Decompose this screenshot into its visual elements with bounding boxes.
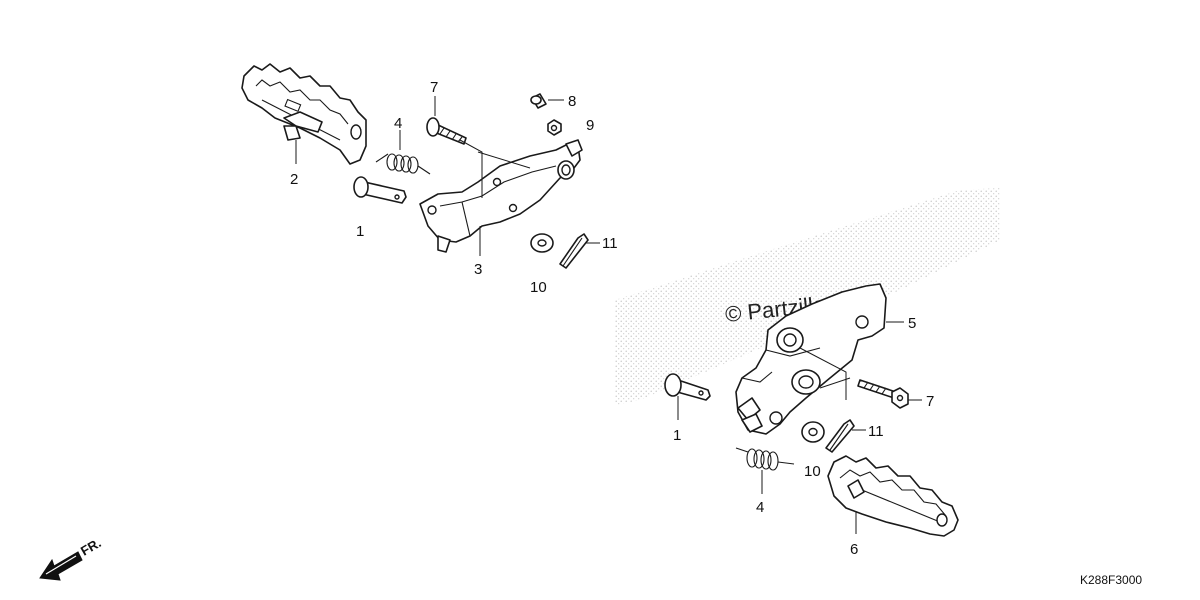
spring-left-part-4 — [375, 153, 431, 175]
callout-right-5: 5 — [908, 315, 916, 332]
bolt-left-part-7 — [426, 117, 467, 145]
callout-right-10: 10 — [804, 463, 821, 480]
callout-left-3: 3 — [474, 261, 482, 278]
callout-right-11: 11 — [868, 423, 884, 440]
callout-left-9: 9 — [586, 117, 594, 134]
right-footpeg-assembly: 5 7 1 10 11 — [664, 283, 959, 558]
nut-left-part-9 — [547, 119, 562, 136]
callout-left-8: 8 — [568, 93, 576, 110]
callout-left-4: 4 — [394, 115, 402, 132]
leader-right-5-ref — [799, 347, 847, 400]
washer-right-part-10 — [801, 421, 825, 443]
watermark-stipple — [615, 188, 1000, 405]
bracket-right-part-5 — [735, 283, 887, 435]
pin-left-part-1 — [353, 176, 407, 204]
bracket-left-part-3 — [419, 139, 583, 253]
callout-left-2: 2 — [290, 171, 298, 188]
left-footpeg-assembly: 2 1 4 7 — [241, 63, 618, 296]
leader-left-3-ref — [477, 151, 531, 169]
callout-left-11: 11 — [602, 235, 618, 252]
front-direction-label: FR. — [78, 535, 104, 558]
pin-right-part-1 — [664, 373, 711, 401]
callout-left-10: 10 — [530, 279, 547, 296]
washer-left-part-10 — [530, 233, 554, 253]
spring-right-part-4 — [735, 447, 795, 471]
cotter-pin-left-part-11 — [559, 233, 589, 269]
callout-left-7: 7 — [430, 79, 438, 96]
callout-right-6: 6 — [850, 541, 858, 558]
callout-right-4: 4 — [756, 499, 764, 516]
front-direction-arrow: FR. — [39, 535, 104, 581]
leader-left-3-top — [459, 139, 483, 198]
callout-right-7: 7 — [926, 393, 934, 410]
leader-right-5-ref2 — [819, 377, 851, 389]
bolt-left-part-8 — [530, 93, 547, 109]
callout-left-1: 1 — [356, 223, 364, 240]
bolt-right-part-7 — [857, 379, 909, 409]
footpeg-right-part-6 — [827, 455, 959, 537]
drawing-code: K288F3000 — [1080, 573, 1142, 587]
footpeg-left-part-2 — [241, 63, 367, 165]
callout-right-1: 1 — [673, 427, 681, 444]
cotter-pin-right-part-11 — [825, 419, 855, 453]
